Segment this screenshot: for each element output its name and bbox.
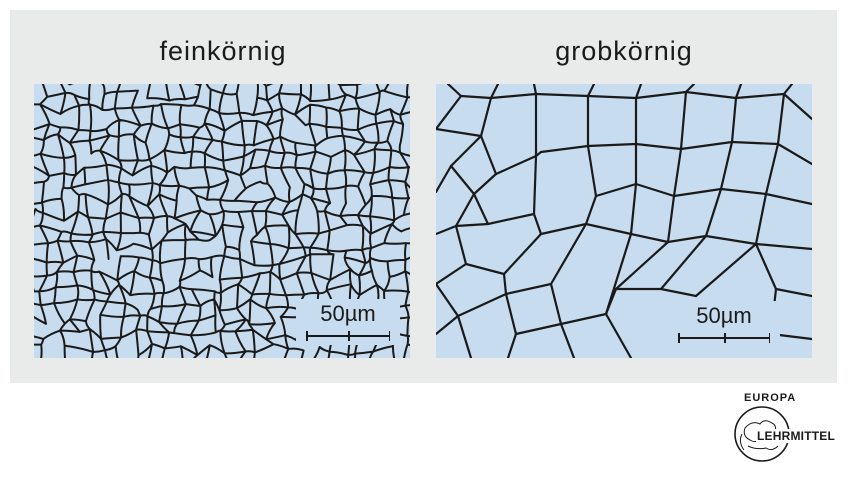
fine-grain-title: feinkörnig (159, 36, 287, 66)
fine-scale-line (306, 331, 390, 341)
logo-text-lehrmittel: LEHRMITTEL (756, 429, 836, 443)
logo-text-europa: EUROPA (744, 392, 797, 404)
coarse-grain-micrograph: 50µm (436, 84, 812, 358)
coarse-scale-label: 50µm (696, 303, 752, 328)
europa-lehrmittel-logo: EUROPA LEHRMITTEL (712, 390, 842, 470)
fine-grain-micrograph: 50µm (34, 84, 410, 358)
fine-scale-label: 50µm (320, 301, 376, 326)
fine-scale-bar: 50µm (296, 299, 400, 345)
coarse-grain-title: grobkörnig (555, 36, 693, 66)
coarse-scale-bar: 50µm (668, 301, 780, 345)
coarse-scale-line (678, 333, 770, 343)
